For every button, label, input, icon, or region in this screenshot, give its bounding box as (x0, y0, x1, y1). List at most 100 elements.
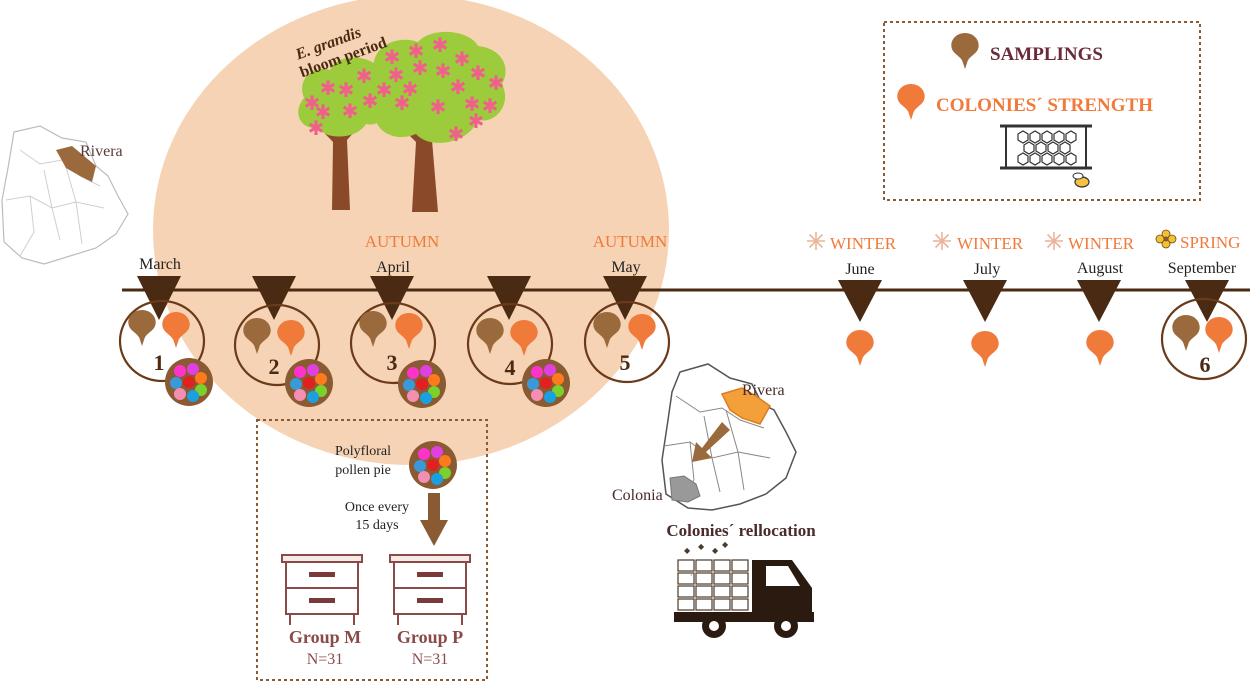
svg-text:✱: ✱ (342, 99, 359, 123)
month-label: September (1168, 260, 1237, 277)
timeline-marker (838, 280, 882, 322)
timeline-marker (370, 276, 414, 320)
svg-text:✱: ✱ (464, 92, 481, 116)
month-label: August (1077, 260, 1124, 277)
truck-with-hives-icon: ◆◆◆◆· (674, 540, 814, 638)
month-label: March (139, 256, 181, 273)
timeline-marker (603, 276, 647, 320)
pie-label-line2: pollen pie (335, 463, 391, 478)
svg-text:✱: ✱ (402, 77, 419, 101)
pollen-pie-icon (165, 358, 213, 406)
timeline-marker (252, 276, 296, 320)
relocation-caption: Colonies´ rellocation (666, 521, 816, 540)
uruguay-map-small (1, 125, 129, 265)
month-label: May (611, 259, 640, 276)
legend-strength-label: COLONIES´ STRENGTH (936, 95, 1153, 116)
svg-text:◆: ◆ (722, 540, 729, 549)
group-m-label: Group M (289, 627, 361, 647)
svg-text:✱: ✱ (412, 56, 429, 80)
month-label: July (974, 261, 1001, 278)
svg-text:✱: ✱ (320, 76, 337, 100)
svg-text:✱: ✱ (430, 95, 447, 119)
strength-pin-icon (1086, 330, 1114, 366)
svg-text:✱: ✱ (432, 33, 449, 57)
down-arrow-icon (420, 493, 448, 546)
svg-text:✱: ✱ (315, 100, 332, 124)
timeline-marker (963, 280, 1007, 322)
sampling-pin-icon (951, 33, 979, 69)
timeline-marker (487, 276, 531, 320)
map-small-label: Rivera (80, 143, 123, 160)
season-label: AUTUMN (365, 232, 440, 251)
beehive-icon (281, 554, 363, 626)
pollen-pie-icon (285, 359, 333, 407)
svg-text:✱: ✱ (450, 75, 467, 99)
legend (883, 21, 1201, 201)
timeline-markers (137, 276, 1229, 322)
legend-samplings-label: SAMPLINGS (990, 44, 1103, 65)
svg-text:✱: ✱ (435, 59, 452, 83)
timeline-marker (1185, 280, 1229, 322)
season-label: WINTER (1068, 234, 1135, 253)
month-label: April (376, 259, 410, 276)
beehive-icon (389, 554, 471, 626)
group-p-label: Group P (397, 627, 463, 647)
svg-text:◆: ◆ (712, 546, 719, 555)
svg-text:✱: ✱ (356, 64, 373, 88)
svg-text:✱: ✱ (338, 78, 355, 102)
map-large-colonia-label: Colonia (612, 487, 663, 504)
sampling-number: 3 (387, 350, 398, 375)
snowflake-icon (1044, 231, 1064, 251)
svg-text:✱: ✱ (454, 47, 471, 71)
sampling-number: 2 (269, 354, 280, 379)
group-m-n: N=31 (307, 651, 344, 668)
sampling-number: 6 (1200, 352, 1211, 377)
sampling-number: 5 (620, 350, 631, 375)
feeding-frequency-line1: Once every (345, 500, 409, 515)
svg-text:✱: ✱ (448, 122, 465, 146)
sampling-number: 4 (505, 355, 516, 380)
timeline-marker (1077, 280, 1121, 322)
season-label: WINTER (830, 234, 897, 253)
svg-text:✱: ✱ (482, 94, 499, 118)
pie-label-line1: Polyfloral (335, 444, 391, 459)
group-p-n: N=31 (412, 651, 449, 668)
strength-pin-icon (897, 84, 925, 120)
svg-text:✱: ✱ (308, 116, 325, 140)
svg-text:✱: ✱ (394, 91, 411, 115)
pollen-pie-icon (409, 441, 457, 489)
bloom-period-area (153, 0, 669, 465)
snowflake-icon (806, 231, 826, 251)
flower-icon (1155, 229, 1177, 249)
sampling-circles (118, 297, 1248, 387)
svg-text:◆: ◆ (684, 546, 691, 555)
svg-text:✱: ✱ (408, 39, 425, 63)
svg-text:✱: ✱ (304, 91, 321, 115)
uruguay-map-large (661, 363, 797, 511)
sampling-pin-icon (128, 310, 156, 346)
svg-text:✱: ✱ (388, 63, 405, 87)
snowflake-icon (932, 231, 952, 251)
season-label: AUTUMN (593, 232, 668, 251)
svg-text:◆: ◆ (698, 542, 705, 551)
svg-text:✱: ✱ (488, 71, 505, 95)
season-label: WINTER (957, 234, 1024, 253)
strength-pin-icon (1205, 317, 1233, 353)
sampling-pin-icon (1172, 315, 1200, 351)
season-labels: AUTUMN AUTUMN WINTER WINTER WINTER SPRIN… (365, 229, 1240, 253)
relocation-arrow-icon (692, 422, 730, 462)
pollen-pie-icon (522, 359, 570, 407)
honeycomb-frame-icon (1000, 124, 1092, 188)
season-label: SPRING (1180, 233, 1240, 252)
svg-text:✱: ✱ (362, 89, 379, 113)
timeline-marker (137, 276, 181, 320)
feeding-protocol-box (256, 419, 488, 681)
svg-text:✱: ✱ (470, 61, 487, 85)
pollen-pie-icon (398, 360, 446, 408)
eucalyptus-trees-illustration: ✱✱✱✱ ✱✱✱✱ ✱✱✱✱ ✱✱✱✱ ✱✱✱✱ ✱✱✱✱ ✱✱ (298, 31, 506, 212)
strength-pin-icon (971, 331, 999, 367)
map-large-rivera-label: Rivera (742, 382, 785, 399)
svg-text:✱: ✱ (468, 109, 485, 133)
